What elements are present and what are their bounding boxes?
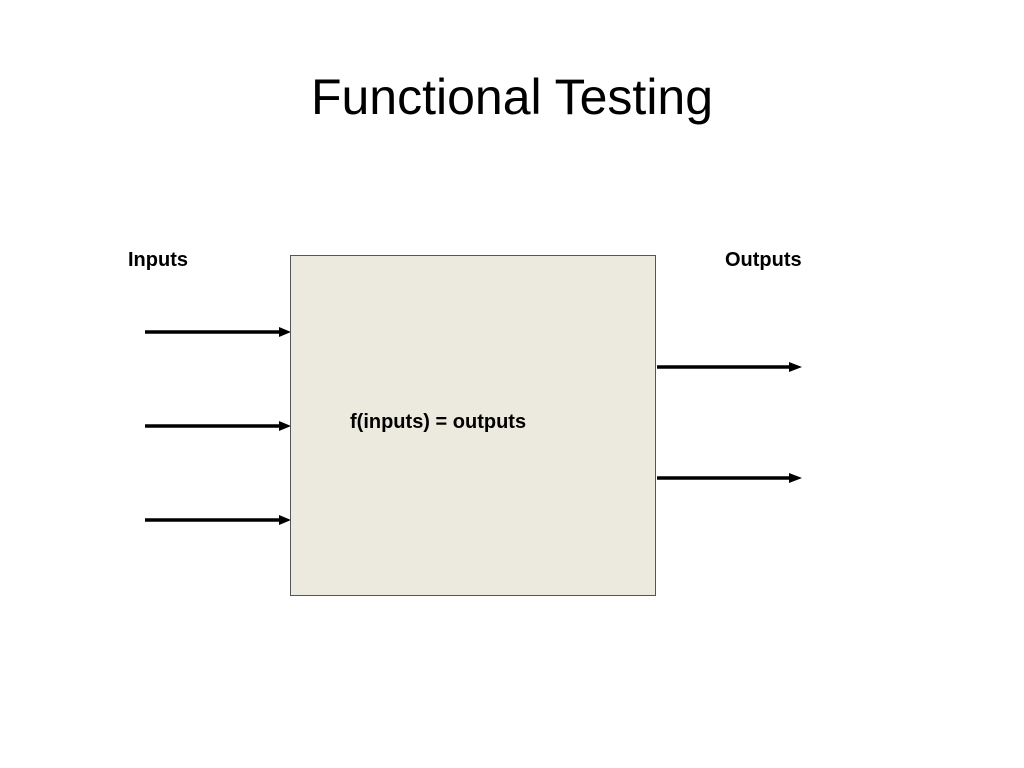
input-arrow-1 — [145, 327, 291, 337]
function-label: f(inputs) = outputs — [350, 411, 527, 433]
outputs-label: Outputs — [725, 249, 802, 271]
function-box — [290, 255, 656, 596]
inputs-label: Inputs — [128, 249, 188, 271]
output-arrow-2 — [657, 473, 802, 483]
input-arrow-3 — [145, 515, 291, 525]
output-arrow-1 — [657, 362, 802, 372]
slide-title: Functional Testing — [310, 69, 714, 125]
input-arrow-2 — [145, 421, 291, 431]
